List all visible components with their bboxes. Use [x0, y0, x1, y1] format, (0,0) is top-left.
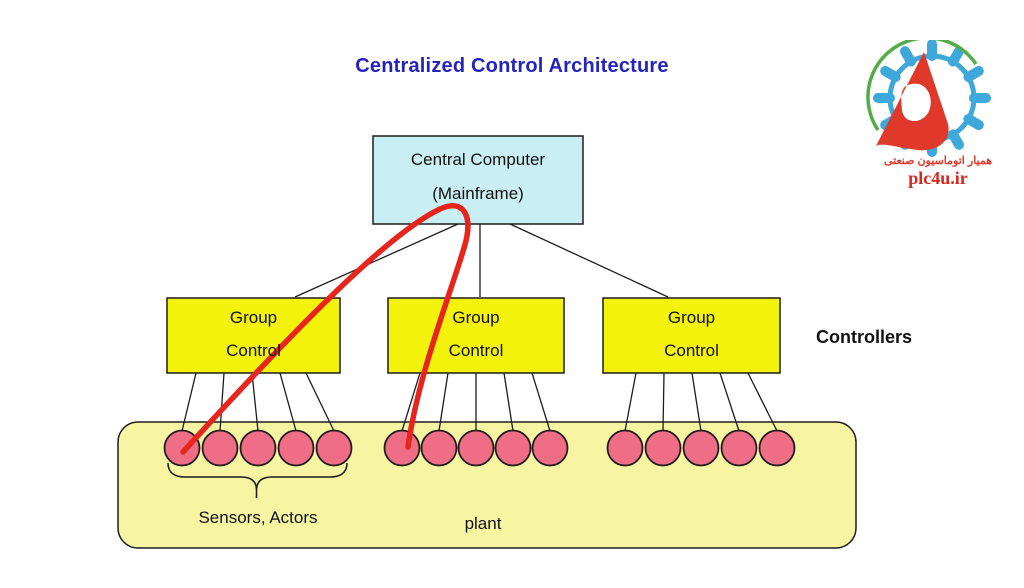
sensor-circle: [758, 429, 796, 467]
sensor-circle: [494, 429, 532, 467]
link-group2-sensor4: [503, 372, 514, 432]
central-computer-label-line1: Central Computer: [410, 150, 546, 169]
link-group3-sensor5: [747, 372, 778, 432]
sensors-brace: [167, 462, 348, 498]
link-group1-sensor5: [305, 372, 335, 432]
sensor-circle: [201, 429, 239, 467]
group3-label-line2: Control: [664, 341, 719, 360]
sensor-circle: [644, 429, 682, 467]
sensor-circle: [682, 429, 720, 467]
controllers-label: Controllers: [816, 327, 913, 347]
link-group3-sensor3: [691, 372, 702, 432]
sensor-circles: [163, 429, 796, 467]
group2-label-line2: Control: [448, 341, 504, 360]
sensor-circle: [315, 429, 353, 467]
group-control-box-3: [602, 297, 781, 374]
logo-letter: [876, 52, 949, 151]
group3-label-line1: Group: [667, 308, 716, 327]
sensor-circle: [163, 429, 201, 467]
link-group3-sensor2: [662, 372, 665, 432]
sensor-circle: [277, 429, 315, 467]
group-control-boxes: [166, 297, 781, 374]
logo-caption-farsi: همیار اتوماسیون صنعتی: [883, 155, 993, 167]
sensor-circle: [606, 429, 644, 467]
link-group3-sensor1: [624, 372, 637, 432]
link-group2-sensor1: [401, 372, 421, 432]
group2-label-line1: Group: [452, 308, 500, 327]
logo-site-url: plc4u.ir: [908, 168, 968, 188]
group1-label-line1: Group: [229, 308, 278, 327]
link-group1-sensor4: [279, 372, 297, 432]
sensor-circle: [420, 429, 458, 467]
link-group2-sensor5: [531, 372, 551, 432]
link-mainframe-group3: [509, 223, 669, 298]
link-group1-sensor1: [181, 372, 197, 432]
link-group1-sensor2: [219, 372, 225, 432]
link-group3-sensor4: [719, 372, 740, 432]
link-group1-sensor3: [251, 372, 259, 432]
gear-icon: [866, 40, 991, 157]
central-computer-box: [372, 135, 584, 225]
group-control-box-2: [387, 297, 565, 374]
slide-title: Centralized Control Architecture: [355, 55, 669, 77]
logo-green-arc: [866, 40, 978, 131]
link-group2-sensor2: [438, 372, 449, 432]
group-control-box-1: [166, 297, 341, 374]
connector-lines: [181, 223, 778, 432]
sensor-circle: [531, 429, 569, 467]
red-annotation-loop: [180, 203, 471, 455]
sensor-circle: [383, 429, 421, 467]
sensor-circle: [239, 429, 277, 467]
sensor-circle: [720, 429, 758, 467]
sensors-actors-label: Sensors, Actors: [198, 508, 318, 527]
link-mainframe-group1: [294, 223, 459, 298]
group1-label-line2: Control: [226, 341, 281, 360]
plant-label: plant: [464, 514, 502, 533]
sensor-circle: [457, 429, 495, 467]
plc4u-logo: همیار اتوماسیون صنعتی plc4u.ir: [856, 40, 1020, 198]
central-computer-label-line2: (Mainframe): [432, 184, 524, 203]
